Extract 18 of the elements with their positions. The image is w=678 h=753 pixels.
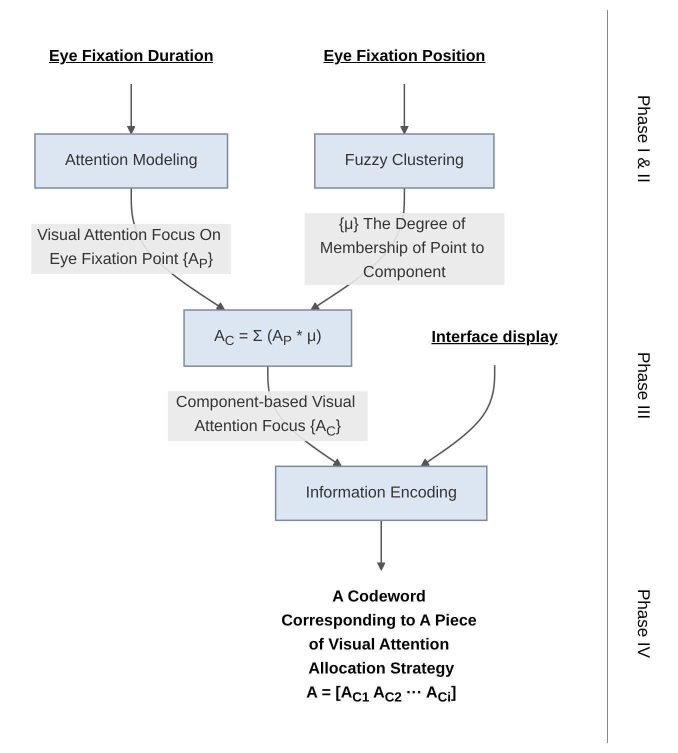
node-text: Interface display (432, 329, 558, 346)
node-text: A Codeword Corresponding to A Piece of Visual Attention Allocation Strategy A = [A$_{C1}$ A$_{C2}$ ··· A$_{Ci}$] (281, 588, 477, 705)
node-box: Attention Modeling (34, 133, 228, 189)
arrow (420, 365, 496, 467)
node-text: Eye Fixation Position (324, 48, 486, 66)
arrow (400, 84, 409, 135)
arrow (376, 520, 386, 571)
phase-label: Phase III (633, 352, 653, 420)
node-text: Eye Fixation Duration (49, 48, 214, 66)
node-box: Information Encoding (274, 466, 488, 522)
node-box: Fuzzy Clustering (314, 133, 495, 189)
phase-label: Phase IV (633, 589, 653, 658)
edge-label: {μ} The Degree of Membership of Point to Component (320, 216, 485, 282)
arrow (126, 84, 136, 135)
edge-label: Visual Attention Focus On Eye Fixation Point {A$_{P}$} (37, 227, 221, 272)
phase-label: Phase I & II (633, 94, 653, 183)
node-box: A$_{C}$ = Σ (A$_{P}$ * μ) (183, 309, 352, 368)
edge-label: Component-based Visual Attention Focus {A$_{C}$} (176, 394, 356, 439)
